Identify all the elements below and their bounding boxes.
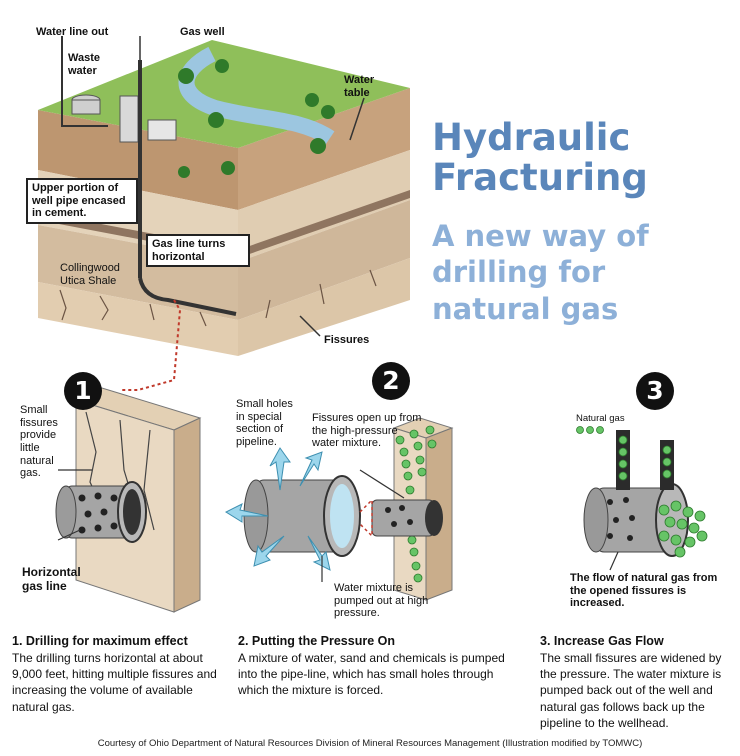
step-3-badge: 3 <box>636 372 674 410</box>
page-subtitle: A new way of drilling for natural gas <box>432 219 649 326</box>
label-water-table: Water table <box>344 74 375 99</box>
label-small-fissures: Small fissures provide little natural ga… <box>20 404 58 480</box>
label-water-line-out: Water line out <box>36 26 109 38</box>
step-3-text: The small fissures are widened by the pr… <box>540 651 722 730</box>
label-upper-pipe: Upper portion of well pipe encased in ce… <box>26 178 138 224</box>
label-gas-flow-caption: The flow of natural gas from the opened … <box>570 572 718 610</box>
zoom-connector <box>120 299 182 391</box>
label-water-mixture: Water mixture is pumped out at high pres… <box>334 582 429 620</box>
label-natural-gas: Natural gas <box>576 413 625 424</box>
label-shale: Collingwood Utica Shale <box>60 262 120 287</box>
credit-line: Courtesy of Ohio Department of Natural R… <box>97 738 643 749</box>
label-fissures-open: Fissures open up from the high-pressure … <box>312 412 422 450</box>
panel1-illustration <box>55 387 202 613</box>
step-2-badge: 2 <box>372 362 410 400</box>
label-waste-water: Waste water <box>68 52 100 77</box>
page-title: Hydraulic Fracturing <box>432 116 648 199</box>
step-3-heading: 3. Increase Gas Flow <box>540 634 664 648</box>
step-2-heading: 2. Putting the Pressure On <box>238 634 395 648</box>
step-1-badge: 1 <box>64 372 102 410</box>
label-gas-well: Gas well <box>180 26 225 38</box>
step-1-text: The drilling turns horizontal at about 9… <box>12 651 217 714</box>
label-gas-line-turns: Gas line turns horizontal <box>146 234 250 268</box>
label-small-holes: Small holes in special section of pipeli… <box>236 398 293 448</box>
panel2-illustration <box>224 417 454 601</box>
step-2-text: A mixture of water, sand and chemicals i… <box>238 651 505 698</box>
step-1-heading: 1. Drilling for maximum effect <box>12 634 188 648</box>
label-fissures: Fissures <box>324 334 370 346</box>
label-horizontal-gas-line: Horizontal gas line <box>22 565 81 593</box>
panel3-illustration <box>576 426 708 571</box>
